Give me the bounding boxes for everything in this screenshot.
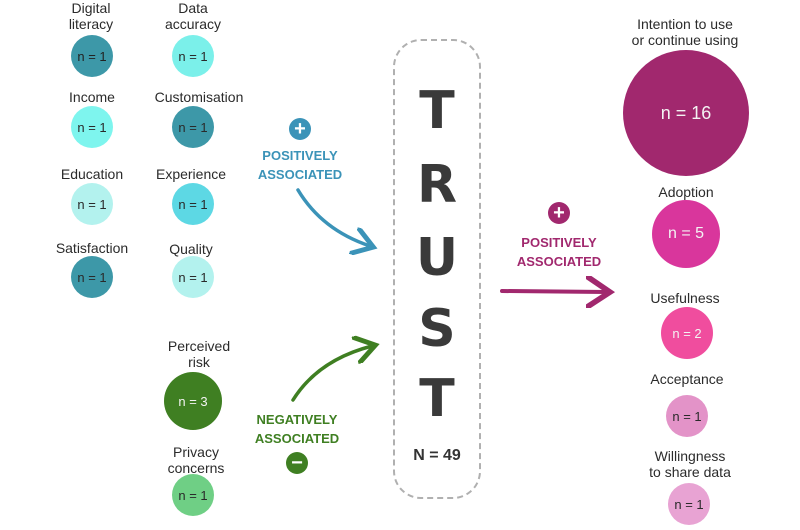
circle-digital-literacy: n = 1 — [71, 35, 113, 77]
circle-acceptance: n = 1 — [666, 395, 708, 437]
count-willingness-to-share: n = 1 — [674, 496, 704, 512]
trust-letter-t2: T — [419, 369, 455, 429]
outcome-arrow — [500, 291, 606, 292]
negative-arrow — [291, 346, 372, 402]
minus-icon: − — [286, 452, 308, 474]
label-experience: Experience — [155, 166, 227, 182]
count-experience: n = 1 — [178, 196, 208, 212]
circle-intention-to-use: n = 16 — [623, 50, 749, 176]
count-income: n = 1 — [77, 119, 107, 135]
trust-letter-t1: T — [419, 81, 455, 141]
circle-customisation: n = 1 — [172, 106, 214, 148]
count-privacy-concerns: n = 1 — [178, 487, 208, 503]
label-adoption: Adoption — [658, 184, 714, 200]
count-satisfaction: n = 1 — [77, 269, 107, 285]
trust-letter-r: R — [416, 155, 458, 215]
trust-total: N = 49 — [413, 447, 461, 464]
label-education: Education — [60, 166, 124, 182]
label-satisfaction: Satisfaction — [55, 240, 129, 256]
count-customisation: n = 1 — [178, 119, 208, 135]
circle-satisfaction: n = 1 — [71, 256, 113, 298]
circle-income: n = 1 — [71, 106, 113, 148]
circle-perceived-risk: n = 3 — [164, 372, 222, 430]
plus-icon-right: + — [548, 202, 570, 224]
count-digital-literacy: n = 1 — [77, 48, 107, 64]
trust-letter-u: U — [415, 228, 459, 288]
positive-arrow — [296, 188, 370, 246]
plus-icon: + — [289, 118, 311, 140]
count-acceptance: n = 1 — [672, 408, 702, 424]
count-data-accuracy: n = 1 — [178, 48, 208, 64]
label-income: Income — [69, 89, 115, 105]
circle-adoption: n = 5 — [652, 200, 720, 268]
circle-willingness-to-share: n = 1 — [668, 483, 710, 525]
label-usefulness: Usefulness — [650, 290, 720, 306]
count-quality: n = 1 — [178, 269, 208, 285]
circle-data-accuracy: n = 1 — [172, 35, 214, 77]
label-customisation: Customisation — [154, 89, 244, 105]
label-acceptance: Acceptance — [650, 371, 724, 387]
circle-quality: n = 1 — [172, 256, 214, 298]
count-usefulness: n = 2 — [672, 325, 702, 341]
circle-privacy-concerns: n = 1 — [172, 474, 214, 516]
trust-box: T R U S T N = 49 — [393, 39, 481, 499]
count-perceived-risk: n = 3 — [178, 393, 208, 409]
label-quality: Quality — [169, 241, 213, 257]
count-intention-to-use: n = 16 — [660, 102, 712, 123]
count-adoption: n = 5 — [667, 225, 705, 242]
circle-experience: n = 1 — [172, 183, 214, 225]
circle-education: n = 1 — [71, 183, 113, 225]
circle-usefulness: n = 2 — [661, 307, 713, 359]
trust-letter-s: S — [418, 299, 456, 359]
count-education: n = 1 — [77, 196, 107, 212]
